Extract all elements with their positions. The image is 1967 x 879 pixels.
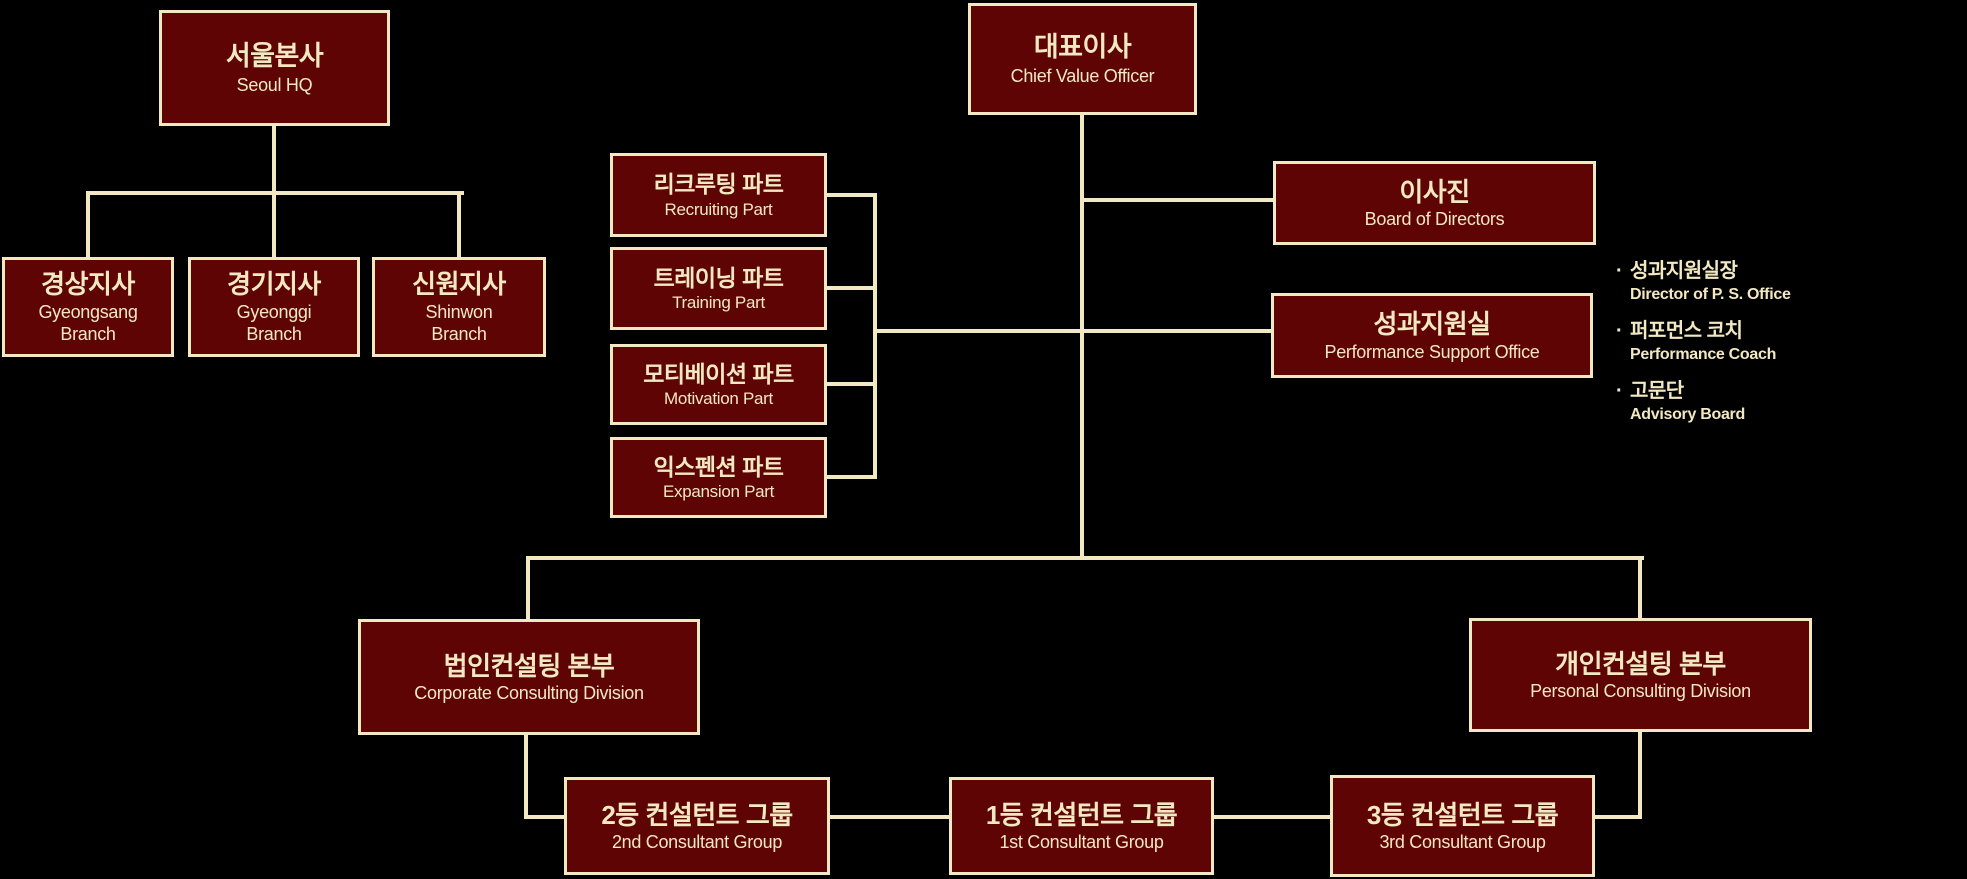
node-board-of-directors: 이사진 Board of Directors bbox=[1273, 161, 1596, 245]
node-pso-subtitle: Performance Support Office bbox=[1324, 341, 1540, 362]
connector-chain-seg4 bbox=[1595, 815, 1642, 819]
node-board-subtitle: Board of Directors bbox=[1364, 209, 1505, 229]
node-performance-support-office: 성과지원실 Performance Support Office bbox=[1271, 293, 1593, 378]
node-gyeonggi-subtitle: Gyeonggi Branch bbox=[236, 301, 312, 345]
connector-shinwon-drop bbox=[457, 193, 461, 258]
bullet-icon: · bbox=[1616, 380, 1623, 402]
node-corporate-subtitle: Corporate Consulting Division bbox=[414, 683, 644, 703]
node-2nd-consultant-group: 2등 컨설턴트 그룹 2nd Consultant Group bbox=[564, 777, 830, 875]
node-recruiting-subtitle: Recruiting Part bbox=[664, 199, 773, 219]
node-seoul-hq: 서울본사 Seoul HQ bbox=[159, 10, 390, 126]
note-advisory-board: · 고문단 Advisory Board bbox=[1616, 378, 1961, 425]
node-group1-title: 1등 컨설턴트 그룹 bbox=[985, 799, 1178, 830]
connector-gyeonggi-drop bbox=[272, 193, 276, 258]
node-corporate-consulting-division: 법인컨설팅 본부 Corporate Consulting Division bbox=[358, 619, 700, 735]
note-coach-en: Performance Coach bbox=[1630, 346, 1777, 363]
node-gyeongsang-title: 경상지사 bbox=[41, 269, 135, 300]
node-group3-subtitle: 3rd Consultant Group bbox=[1379, 832, 1546, 852]
node-seoul-hq-subtitle: Seoul HQ bbox=[236, 74, 313, 95]
connector-personal-down bbox=[1638, 732, 1642, 819]
node-motivation-part: 모티베이션 파트 Motivation Part bbox=[610, 344, 827, 425]
node-seoul-hq-title: 서울본사 bbox=[225, 40, 324, 71]
connector-motivation-stub bbox=[827, 382, 877, 386]
connector-gyeongsang-drop bbox=[86, 193, 90, 258]
node-cvo-subtitle: Chief Value Officer bbox=[1010, 65, 1155, 86]
note-director-of-ps-office: · 성과지원실장 Director of P. S. Office bbox=[1616, 258, 1961, 305]
connector-personal-drop bbox=[1638, 558, 1642, 618]
node-motivation-title: 모티베이션 파트 bbox=[643, 360, 794, 387]
node-shinwon-title: 신원지사 bbox=[412, 269, 506, 300]
connector-divisions-crossbar bbox=[526, 556, 1644, 560]
note-coach-ko: 퍼포먼스 코치 bbox=[1630, 320, 1743, 342]
connector-corporate-drop bbox=[526, 558, 530, 619]
node-personal-title: 개인컨설팅 본부 bbox=[1555, 648, 1726, 679]
connector-parts-to-pso bbox=[875, 329, 1271, 333]
node-training-part: 트레이닝 파트 Training Part bbox=[610, 247, 827, 330]
node-cvo-title: 대표이사 bbox=[1033, 31, 1132, 62]
note-director-ko: 성과지원실장 bbox=[1630, 260, 1738, 282]
pso-notes-list: · 성과지원실장 Director of P. S. Office · 퍼포먼스… bbox=[1616, 258, 1961, 438]
bullet-icon: · bbox=[1616, 260, 1623, 282]
note-performance-coach: · 퍼포먼스 코치 Performance Coach bbox=[1616, 318, 1961, 365]
node-expansion-subtitle: Expansion Part bbox=[662, 482, 775, 502]
node-board-title: 이사진 bbox=[1399, 176, 1470, 207]
connector-chain-seg3 bbox=[1214, 815, 1330, 819]
connector-chain-seg1 bbox=[524, 815, 564, 819]
node-expansion-title: 익스펜션 파트 bbox=[653, 453, 784, 480]
connector-main-spine bbox=[1080, 115, 1084, 560]
node-group1-subtitle: 1st Consultant Group bbox=[999, 832, 1164, 852]
connector-training-stub bbox=[827, 286, 877, 290]
connector-seoulhq-stem bbox=[272, 124, 276, 193]
connector-expansion-stub bbox=[827, 475, 877, 479]
node-corporate-title: 법인컨설팅 본부 bbox=[443, 650, 615, 681]
node-1st-consultant-group: 1등 컨설턴트 그룹 1st Consultant Group bbox=[949, 777, 1214, 875]
node-group3-title: 3등 컨설턴트 그룹 bbox=[1366, 799, 1559, 830]
node-shinwon-subtitle: Shinwon Branch bbox=[425, 301, 493, 345]
node-chief-value-officer: 대표이사 Chief Value Officer bbox=[968, 3, 1197, 115]
node-gyeongsang-branch: 경상지사 Gyeongsang Branch bbox=[2, 257, 174, 357]
node-personal-consulting-division: 개인컨설팅 본부 Personal Consulting Division bbox=[1469, 618, 1812, 732]
node-pso-title: 성과지원실 bbox=[1373, 309, 1491, 339]
note-advisory-en: Advisory Board bbox=[1630, 406, 1745, 423]
node-gyeongsang-subtitle: Gyeongsang Branch bbox=[38, 301, 138, 345]
node-gyeonggi-branch: 경기지사 Gyeonggi Branch bbox=[188, 257, 360, 357]
node-motivation-subtitle: Motivation Part bbox=[664, 389, 773, 409]
node-expansion-part: 익스펜션 파트 Expansion Part bbox=[610, 437, 827, 518]
note-director-en: Director of P. S. Office bbox=[1630, 286, 1791, 303]
connector-corporate-down bbox=[524, 735, 528, 819]
connector-parts-spine bbox=[873, 193, 877, 479]
node-3rd-consultant-group: 3등 컨설턴트 그룹 3rd Consultant Group bbox=[1330, 775, 1595, 877]
connector-recruiting-stub bbox=[827, 193, 877, 197]
node-training-subtitle: Training Part bbox=[672, 293, 765, 313]
node-recruiting-title: 리크루팅 파트 bbox=[653, 171, 784, 197]
bullet-icon: · bbox=[1616, 320, 1623, 342]
connector-chain-seg2 bbox=[830, 815, 949, 819]
node-gyeonggi-title: 경기지사 bbox=[227, 269, 321, 300]
node-training-title: 트레이닝 파트 bbox=[653, 264, 784, 291]
node-shinwon-branch: 신원지사 Shinwon Branch bbox=[372, 257, 546, 357]
node-personal-subtitle: Personal Consulting Division bbox=[1530, 681, 1751, 701]
node-group2-subtitle: 2nd Consultant Group bbox=[611, 832, 783, 852]
note-advisory-ko: 고문단 bbox=[1630, 380, 1684, 402]
node-recruiting-part: 리크루팅 파트 Recruiting Part bbox=[610, 153, 827, 237]
connector-board-stub bbox=[1082, 198, 1273, 202]
node-group2-title: 2등 컨설턴트 그룹 bbox=[601, 799, 793, 830]
